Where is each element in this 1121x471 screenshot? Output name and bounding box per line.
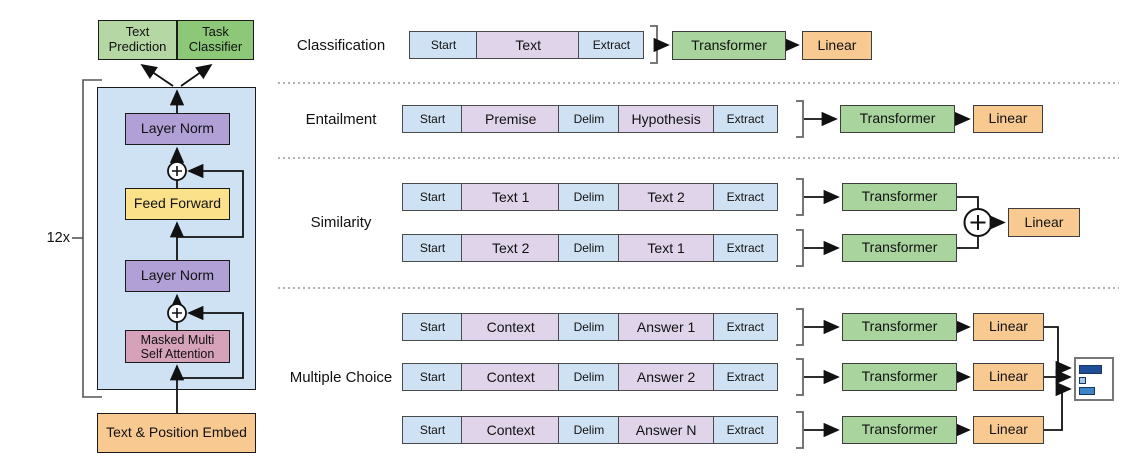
entailment-input-sequence: Start Premise Delim Hypothesis Extract bbox=[402, 105, 778, 133]
bracket bbox=[796, 229, 804, 267]
token-context: Context bbox=[461, 363, 561, 391]
multiple-choice-input-sequence-2: Start Context Delim Answer 2 Extract bbox=[402, 363, 778, 391]
token-premise: Premise bbox=[461, 105, 561, 133]
token-extract: Extract bbox=[712, 313, 778, 341]
token-start: Start bbox=[402, 105, 463, 133]
linear-box: Linear bbox=[973, 416, 1044, 444]
token-context: Context bbox=[461, 313, 561, 341]
token-delim: Delim bbox=[558, 234, 620, 262]
task-label-entailment: Entailment bbox=[305, 110, 377, 128]
token-start: Start bbox=[402, 183, 463, 211]
transformer-box: Transformer bbox=[842, 363, 957, 391]
token-delim: Delim bbox=[558, 363, 620, 391]
token-delim: Delim bbox=[558, 183, 620, 211]
layer-norm-bottom-box: Layer Norm bbox=[125, 260, 230, 292]
linear-box: Linear bbox=[973, 363, 1044, 391]
linear-box: Linear bbox=[1008, 208, 1080, 237]
bracket bbox=[650, 25, 658, 64]
token-hypothesis: Hypothesis bbox=[617, 105, 715, 133]
task-classifier-box: Task Classifier bbox=[177, 20, 254, 60]
token-context: Context bbox=[461, 416, 561, 444]
multiple-choice-input-sequence-3: Start Context Delim Answer N Extract bbox=[402, 416, 778, 444]
sum-circle bbox=[963, 208, 993, 237]
transformer-box: Transformer bbox=[842, 234, 957, 262]
token-extract: Extract bbox=[712, 183, 778, 211]
token-delim: Delim bbox=[558, 313, 620, 341]
token-extract: Extract bbox=[712, 105, 778, 133]
token-extract: Extract bbox=[578, 31, 645, 59]
bracket bbox=[796, 100, 804, 138]
token-start: Start bbox=[402, 416, 463, 444]
bracket bbox=[796, 411, 804, 449]
token-answerN: Answer N bbox=[617, 416, 715, 444]
token-answer2: Answer 2 bbox=[617, 363, 715, 391]
token-start: Start bbox=[402, 363, 463, 391]
linear-box: Linear bbox=[802, 31, 872, 60]
token-text1: Text 1 bbox=[617, 234, 715, 262]
distribution-bar bbox=[1079, 377, 1086, 384]
classification-input-sequence: Start Text Extract bbox=[409, 31, 645, 59]
layer-norm-top-box: Layer Norm bbox=[125, 113, 230, 145]
feed-forward-box: Feed Forward bbox=[125, 188, 230, 220]
similarity-input-sequence-2: Start Text 2 Delim Text 1 Extract bbox=[402, 234, 778, 262]
linear-box: Linear bbox=[973, 313, 1044, 341]
token-text2: Text 2 bbox=[461, 234, 561, 262]
linear-box: Linear bbox=[973, 105, 1043, 133]
token-text2: Text 2 bbox=[617, 183, 715, 211]
token-text: Text bbox=[476, 31, 581, 59]
task-label-multiple-choice: Multiple Choice bbox=[289, 368, 393, 386]
distribution-bar bbox=[1079, 387, 1095, 395]
token-text1: Text 1 bbox=[461, 183, 561, 211]
token-start: Start bbox=[402, 234, 463, 262]
multiple-choice-input-sequence-1: Start Context Delim Answer 1 Extract bbox=[402, 313, 778, 341]
similarity-input-sequence-1: Start Text 1 Delim Text 2 Extract bbox=[402, 183, 778, 211]
token-extract: Extract bbox=[712, 363, 778, 391]
token-delim: Delim bbox=[558, 105, 620, 133]
bracket bbox=[796, 358, 804, 396]
bracket bbox=[796, 178, 804, 216]
transformer-box: Transformer bbox=[842, 183, 957, 211]
text-prediction-box: Text Prediction bbox=[98, 20, 177, 60]
repeat-count-label: 12x bbox=[46, 230, 70, 246]
transformer-box: Transformer bbox=[840, 105, 955, 133]
token-answer1: Answer 1 bbox=[617, 313, 715, 341]
transformer-box: Transformer bbox=[672, 31, 786, 60]
token-start: Start bbox=[409, 31, 478, 59]
task-label-classification: Classification bbox=[296, 36, 386, 54]
token-extract: Extract bbox=[712, 416, 778, 444]
bracket bbox=[796, 308, 804, 346]
transformer-box: Transformer bbox=[842, 416, 957, 444]
token-start: Start bbox=[402, 313, 463, 341]
text-position-embed-box: Text & Position Embed bbox=[97, 413, 256, 453]
transformer-box: Transformer bbox=[842, 313, 957, 341]
token-delim: Delim bbox=[558, 416, 620, 444]
masked-self-attention-box: Masked Multi Self Attention bbox=[125, 330, 230, 363]
token-extract: Extract bbox=[712, 234, 778, 262]
distribution-bar bbox=[1079, 365, 1102, 374]
task-label-similarity: Similarity bbox=[310, 213, 372, 231]
